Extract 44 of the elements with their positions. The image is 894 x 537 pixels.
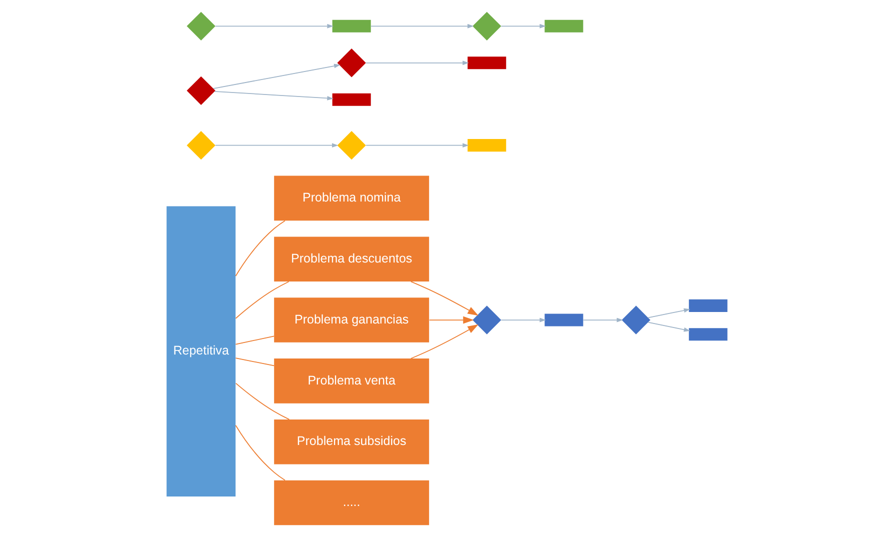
node-bar — [688, 328, 728, 341]
node-box: Problema ganancias — [274, 298, 430, 342]
node-diamond — [337, 48, 366, 78]
node-box: ..... — [274, 480, 430, 526]
arrow — [648, 308, 690, 318]
arrow — [428, 316, 474, 324]
connector — [235, 382, 290, 420]
arrow — [370, 24, 474, 28]
node-diamond — [186, 76, 216, 105]
node-bar — [468, 56, 506, 70]
node-bar — [688, 299, 728, 312]
node-diamond — [186, 12, 216, 40]
arrow — [648, 322, 690, 332]
node-box: Repetitiva — [166, 206, 236, 496]
node-box: Problema descuentos — [274, 236, 430, 282]
connector — [235, 336, 274, 345]
node-diamond — [472, 306, 502, 334]
connector — [235, 281, 290, 319]
arrow — [582, 318, 624, 322]
arrow — [214, 90, 334, 100]
node-box: Problema venta — [274, 358, 430, 404]
connector — [235, 424, 286, 481]
connector — [235, 358, 274, 366]
arrow — [410, 281, 478, 316]
arrow — [410, 324, 478, 359]
node-bar — [544, 314, 584, 326]
node-bar — [332, 93, 371, 106]
node-box: Problema subsidios — [274, 419, 430, 464]
node-diamond — [472, 12, 502, 40]
arrow — [366, 143, 469, 148]
arrow — [212, 64, 340, 89]
node-bar — [544, 20, 584, 32]
arrow — [214, 143, 338, 148]
arrow — [366, 60, 469, 66]
arrow — [500, 24, 546, 28]
arrow — [214, 24, 334, 28]
arrow — [500, 318, 546, 322]
node-box: Problema nomina — [274, 176, 430, 221]
connector — [235, 220, 286, 276]
node-diamond — [337, 130, 366, 160]
node-bar — [332, 20, 371, 32]
node-bar — [468, 139, 506, 152]
node-diamond — [186, 130, 216, 160]
node-diamond — [622, 306, 650, 334]
